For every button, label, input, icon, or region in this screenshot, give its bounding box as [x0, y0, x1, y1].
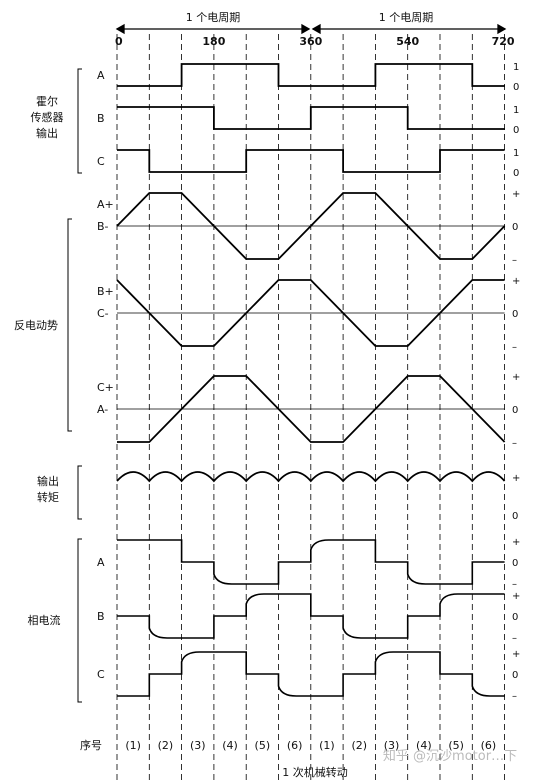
period-label-2: 1 个电周期	[379, 11, 434, 24]
sequence-item: (4)	[416, 739, 432, 752]
hall-waveform	[117, 149, 505, 173]
hall-waveform	[117, 106, 505, 130]
bemf-minus: –	[512, 255, 517, 266]
sequence-item: (1)	[319, 739, 335, 752]
current-plus: +	[512, 649, 520, 660]
hall-high-label: 1	[513, 148, 519, 159]
bemf-minus: –	[512, 438, 517, 449]
hall-waveform	[117, 63, 505, 87]
current-minus: –	[512, 579, 517, 590]
angle-label: 540	[396, 35, 419, 48]
hall-low-label: 0	[513, 168, 519, 179]
group-label-hall: 霍尔传感器输出	[31, 95, 64, 140]
angle-label: 0	[115, 35, 123, 48]
current-minus: –	[512, 633, 517, 644]
hall-high-label: 1	[513, 62, 519, 73]
sequence-item: (6)	[287, 739, 303, 752]
bemf-minus: –	[512, 342, 517, 353]
period-label-1: 1 个电周期	[186, 11, 241, 24]
current-row-label: B	[97, 610, 105, 623]
current-waveform	[117, 651, 505, 697]
bemf-label-top: C+	[97, 381, 114, 394]
sequence-item: (2)	[351, 739, 367, 752]
back-emf-waveforms: A+ B- +0 – B+ C- +0 – C+ A- +0 –	[97, 189, 520, 449]
group-label-torque: 输出转矩	[37, 474, 59, 504]
current-minus: –	[512, 691, 517, 702]
angle-label: 720	[492, 35, 515, 48]
dashed-grid	[116, 34, 506, 781]
hall-high-label: 1	[513, 105, 519, 116]
sequence-item: (2)	[158, 739, 174, 752]
phase-current-waveforms: A +0 – B +0 – C +0 –	[97, 537, 520, 702]
current-row-label: C	[97, 668, 105, 681]
hall-row-label: A	[97, 69, 105, 82]
bemf-label-bottom: C-	[97, 307, 109, 320]
sequence-item: (5)	[255, 739, 271, 752]
angle-ticks: 0 180 360 540 720	[115, 35, 515, 48]
current-plus: +	[512, 591, 520, 602]
sequence-item: (1)	[125, 739, 141, 752]
sequence-row: 序号 (1) (2) (3) (4) (5) (6) (1) (2) (3) (4) (5) (6)	[80, 738, 496, 752]
group-label-current: 相电流	[28, 613, 61, 627]
current-zero: 0	[512, 612, 518, 623]
angle-label: 360	[299, 35, 322, 48]
hall-row-label: B	[97, 112, 105, 125]
watermark: 知乎 @沉沙motor…下	[383, 748, 517, 764]
bemf-plus: +	[512, 372, 520, 383]
hall-low-label: 0	[513, 125, 519, 136]
sequence-item: (6)	[481, 739, 497, 752]
current-plus: +	[512, 537, 520, 548]
torque-waveform: +0	[116, 471, 520, 522]
bemf-label-top: A+	[97, 198, 114, 211]
sequence-item: (3)	[384, 739, 400, 752]
group-brackets	[67, 68, 82, 703]
current-row-label: A	[97, 556, 105, 569]
sequence-item: (4)	[222, 739, 238, 752]
bemf-plus: +	[512, 276, 520, 287]
current-zero: 0	[512, 558, 518, 569]
bemf-label-top: B+	[97, 285, 114, 298]
current-zero: 0	[512, 670, 518, 681]
torque-ripple	[116, 471, 506, 483]
sequence-item: (5)	[448, 739, 464, 752]
bemf-plus: +	[512, 189, 520, 200]
hall-row-label: C	[97, 155, 105, 168]
bemf-waveform	[116, 279, 505, 347]
angle-label: 180	[202, 35, 225, 48]
hall-low-label: 0	[513, 82, 519, 93]
bemf-label-bottom: A-	[97, 403, 108, 416]
mechanical-rotation-label: 1 次机械转动	[282, 765, 348, 779]
bemf-label-bottom: B-	[97, 220, 109, 233]
current-waveform	[117, 593, 505, 639]
bemf-zero: 0	[512, 405, 518, 416]
group-label-bemf: 反电动势	[14, 319, 58, 332]
torque-zero: 0	[512, 511, 518, 522]
sequence-label: 序号	[80, 738, 102, 752]
bemf-zero: 0	[512, 222, 518, 233]
period-arrows	[115, 23, 507, 35]
bemf-waveform	[117, 375, 506, 443]
current-waveform	[117, 539, 505, 585]
bemf-zero: 0	[512, 309, 518, 320]
bemf-waveform	[116, 192, 506, 260]
sequence-item: (3)	[190, 739, 206, 752]
torque-plus: +	[512, 473, 520, 484]
